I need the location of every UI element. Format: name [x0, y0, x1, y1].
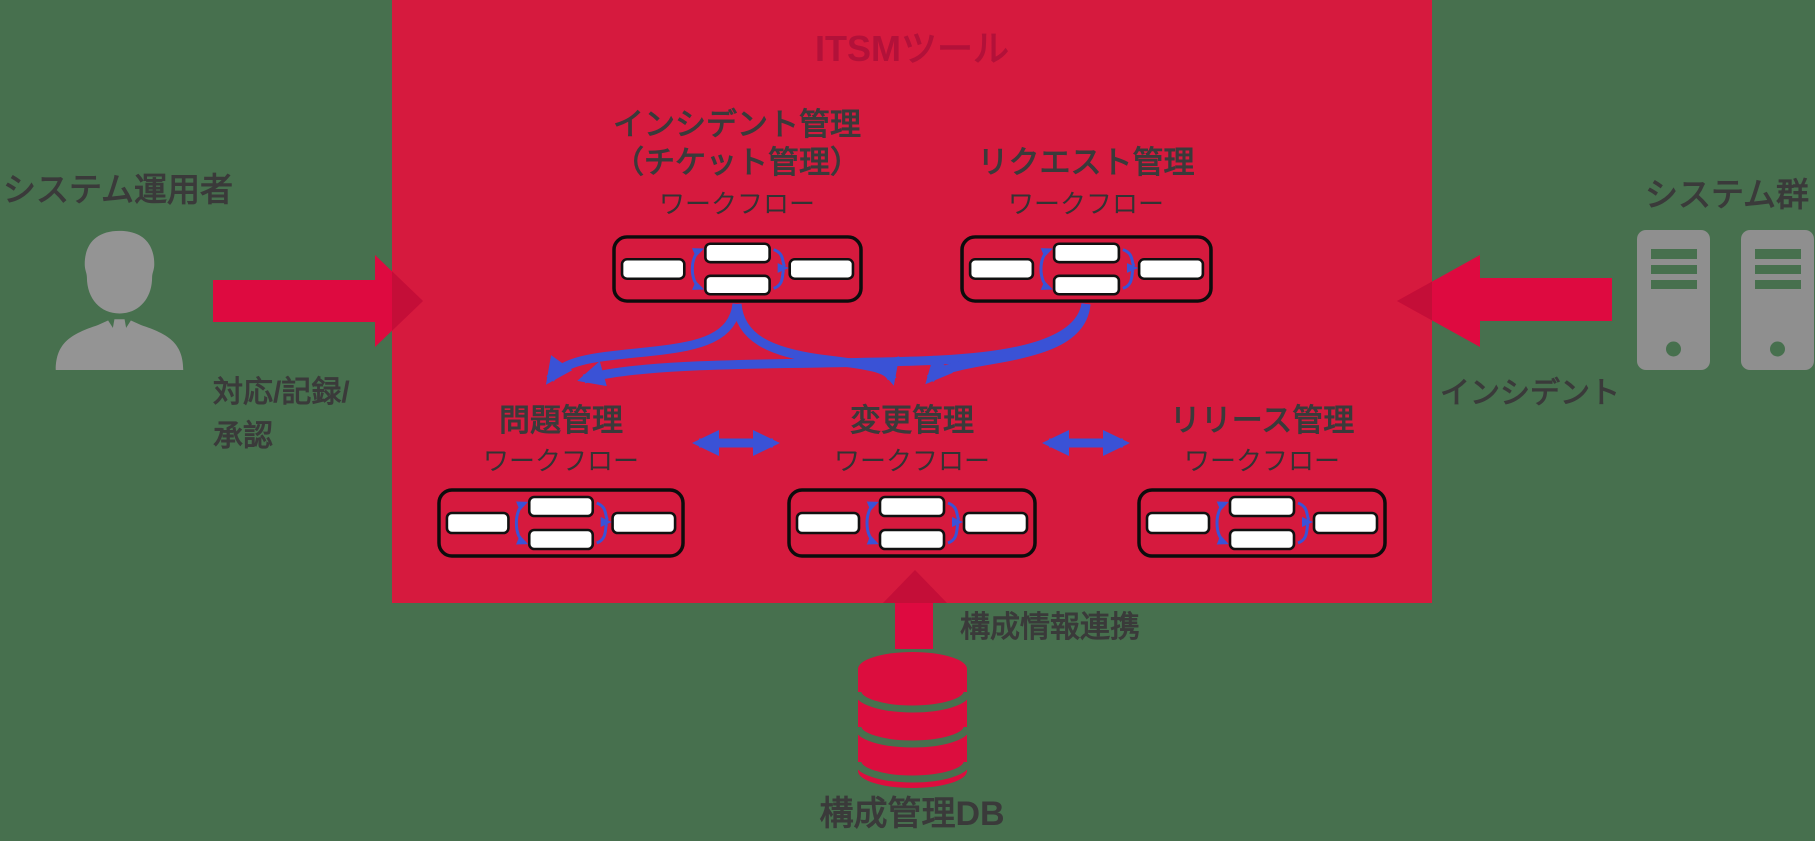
cmdb-label: 構成管理DB: [819, 795, 1005, 833]
module-change-workflow-label: ワークフロー: [833, 446, 991, 476]
database-cylinder-icon: [858, 652, 967, 788]
server-icon: [1741, 230, 1814, 370]
server-icon: [1637, 230, 1710, 370]
operator-person-icon: [55, 230, 184, 370]
module-release-title: リリース管理: [1169, 403, 1355, 438]
problem-workflow-box: [437, 488, 685, 558]
module-problem-workflow-label: ワークフロー: [482, 446, 640, 476]
module-incident-title-paren: （チケット管理）: [613, 145, 861, 180]
panel-title: ITSMツール: [815, 28, 1009, 69]
module-request-workflow-label: ワークフロー: [1007, 189, 1165, 219]
operator-arrow-caption-line2: 承認: [213, 420, 273, 453]
request-workflow-box: [960, 235, 1213, 303]
cmdb-link-caption: 構成情報連携: [960, 611, 1140, 644]
module-change-title: 変更管理: [850, 403, 974, 438]
operator-arrow-caption-line1: 対応/記録/: [213, 376, 350, 409]
release-workflow-box: [1137, 488, 1387, 558]
cmdb-arrow-shaft: [895, 603, 933, 649]
module-incident-title: インシデント管理: [613, 107, 861, 142]
module-incident-workflow-label: ワークフロー: [658, 189, 816, 219]
change-workflow-box: [787, 488, 1037, 558]
right-actor-label: システム群: [1645, 176, 1810, 213]
module-request-title: リクエスト管理: [977, 145, 1195, 180]
incident-workflow-box: [612, 235, 863, 303]
left-actor-label: システム運用者: [3, 171, 234, 208]
module-problem-title: 問題管理: [499, 403, 623, 438]
incident-arrow-caption: インシデント: [1440, 377, 1620, 410]
module-release-workflow-label: ワークフロー: [1183, 446, 1341, 476]
